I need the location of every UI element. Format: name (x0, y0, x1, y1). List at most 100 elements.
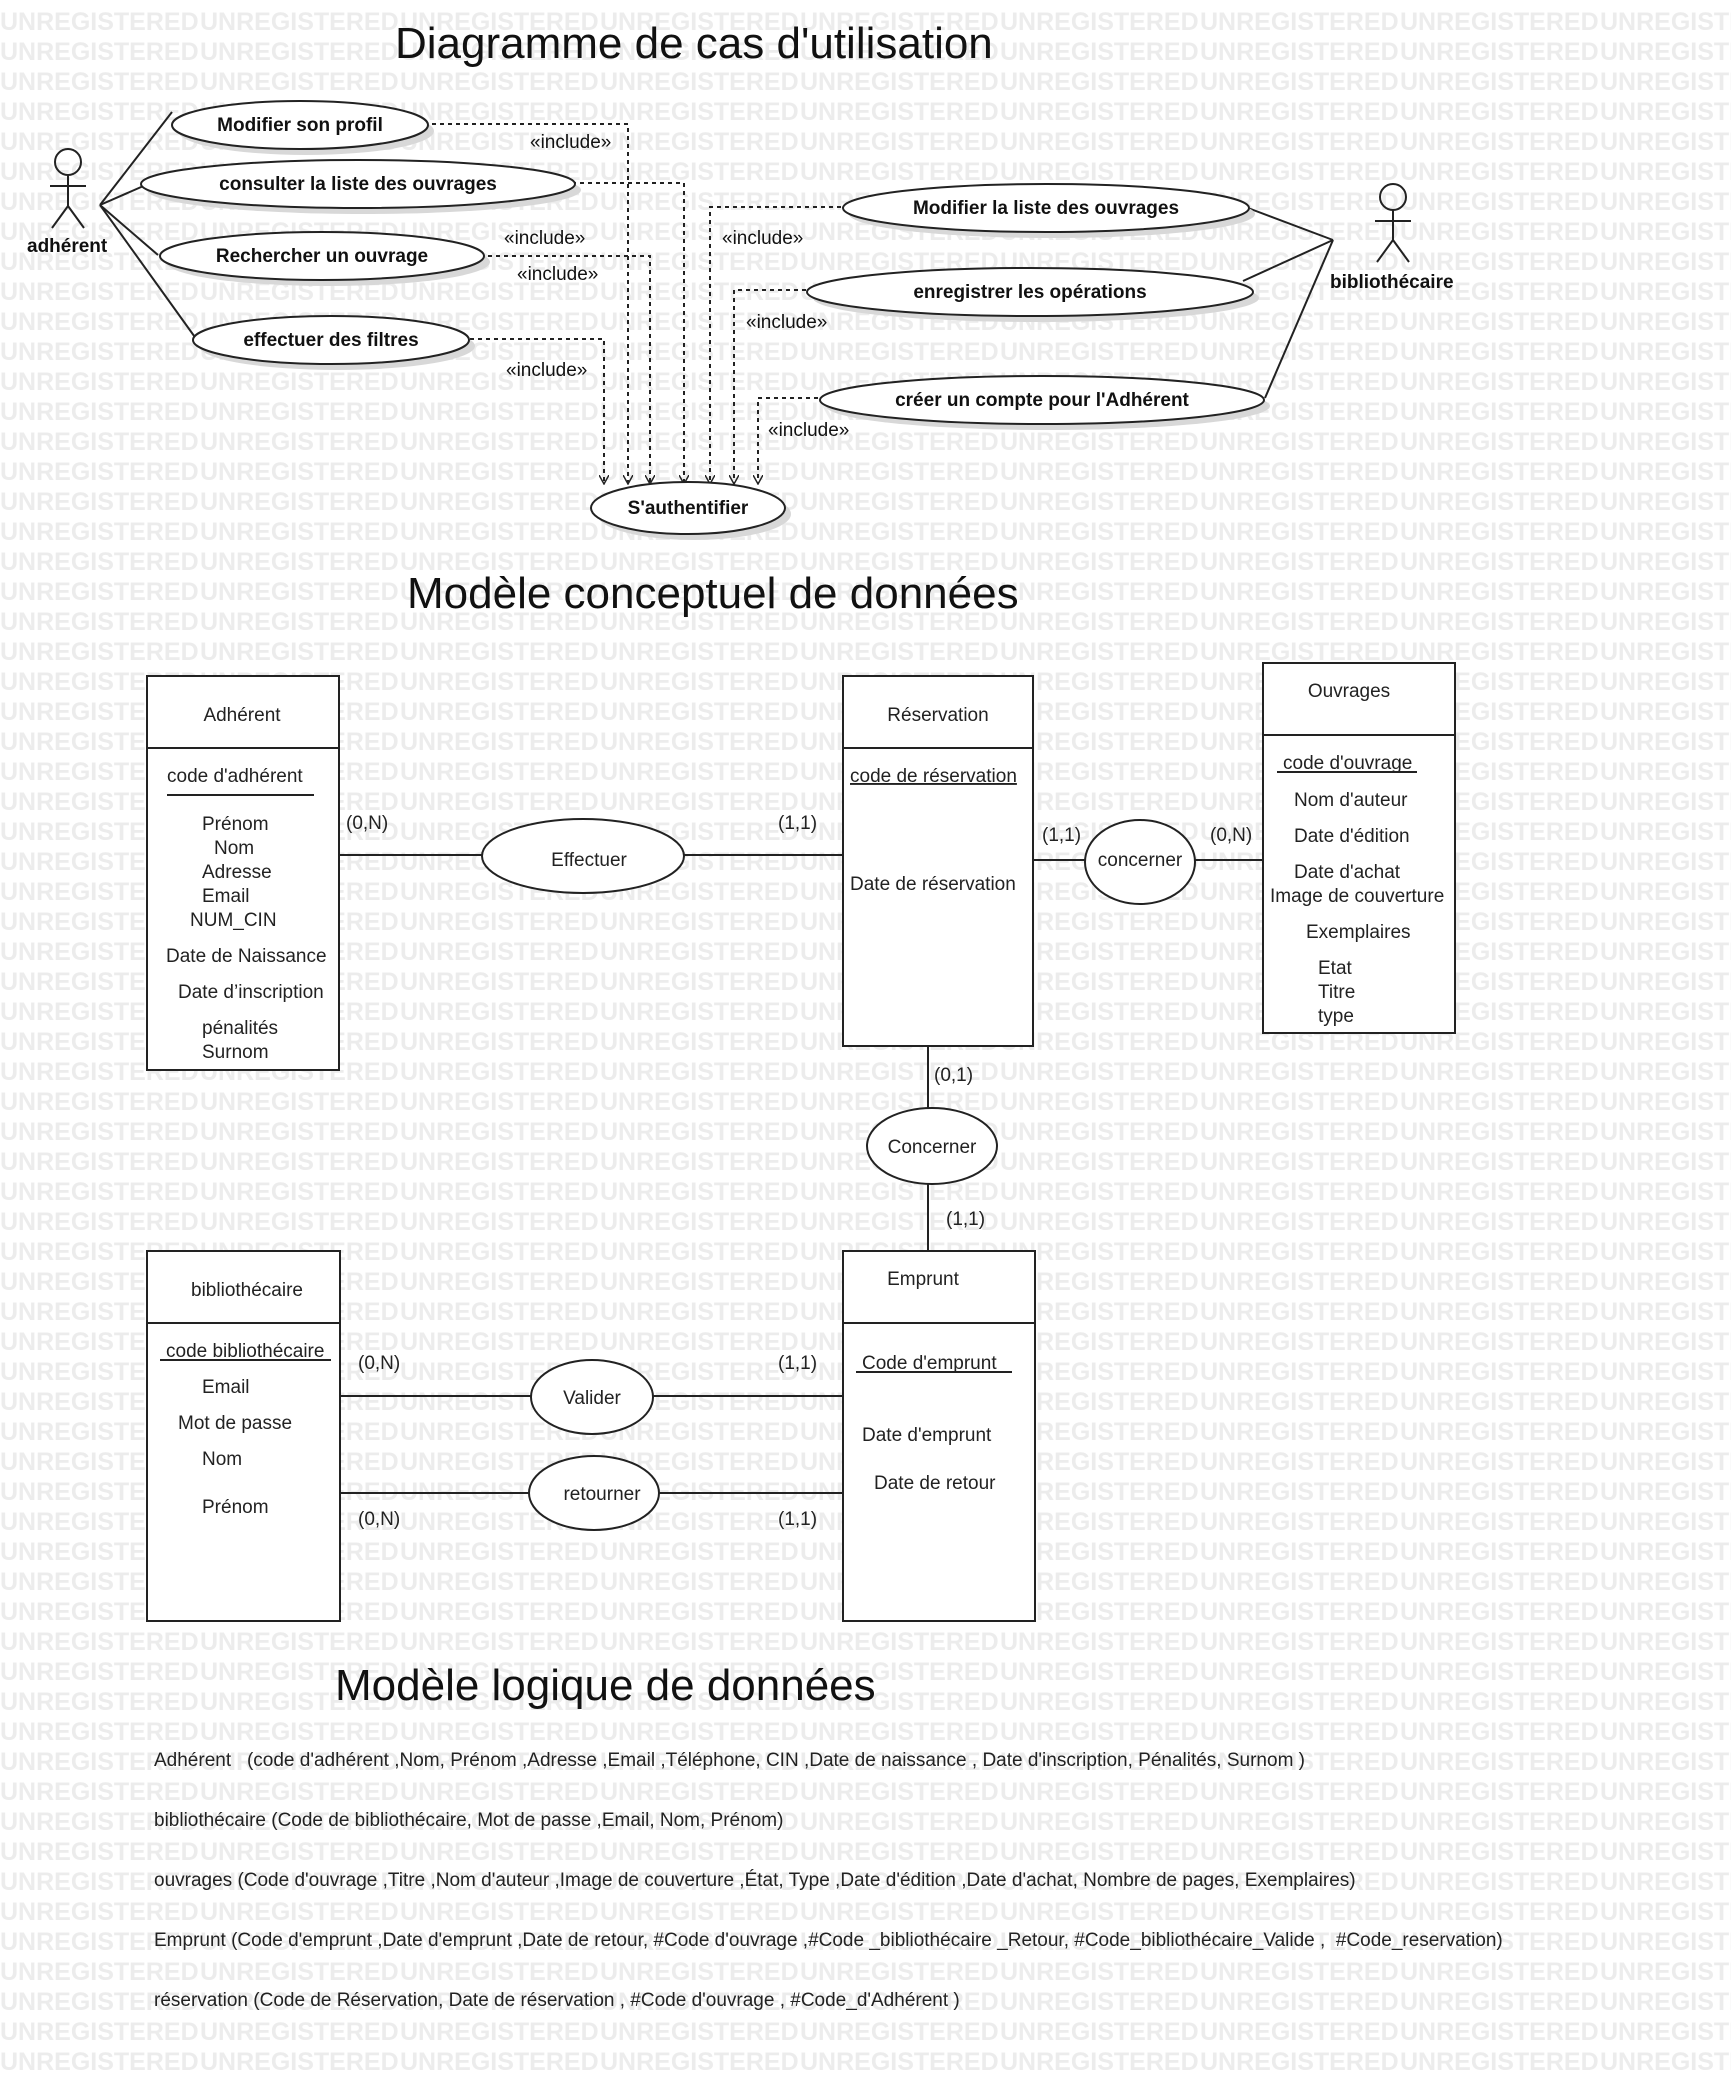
watermark-text: UNREGISTERED (600, 1748, 799, 1776)
relation-concerner[interactable]: concerner (1084, 819, 1196, 905)
watermark-text: UNREGISTERED (1600, 1448, 1731, 1476)
watermark-text: UNREGISTERED (1200, 1088, 1399, 1116)
watermark-text: UNREGISTERED (800, 1778, 999, 1806)
watermark-text: UNREGISTERED (200, 1658, 399, 1686)
use-case-rechercher[interactable]: Rechercher un ouvrage (159, 231, 490, 286)
watermark-text: UNREGISTERED (1600, 398, 1731, 426)
watermark-text: UNREGISTERED (600, 68, 799, 96)
watermark-text: UNREGISTERED (400, 1328, 599, 1356)
mld-line-ouvrages: ouvrages (Code d'ouvrage ,Titre ,Nom d'a… (154, 1870, 1356, 1891)
watermark-text: UNREGISTERED (1600, 458, 1731, 486)
mld-line-bibliothecaire: bibliothécaire (Code de bibliothécaire, … (154, 1810, 783, 1831)
entity-emprunt[interactable]: Emprunt Code d'emprunt Date d'emprunt Da… (842, 1250, 1036, 1622)
watermark-text: UNREGISTERED (200, 608, 399, 636)
attribute: Date de retour (874, 1473, 996, 1494)
watermark-text: UNREGISTERED (1000, 8, 1199, 36)
watermark-text: UNREGISTERED (1200, 1628, 1399, 1656)
watermark-text: UNREGISTERED (1600, 1778, 1731, 1806)
watermark-text: UNREGISTERED (0, 1748, 199, 1776)
entity-ouvrages[interactable]: Ouvrages code d'ouvrage Nom d'auteur Dat… (1262, 662, 1456, 1034)
watermark-text: UNREGISTERED (400, 1778, 599, 1806)
use-case-filtres[interactable]: effectuer des filtres (192, 315, 475, 370)
watermark-text: UNREGISTERED (600, 608, 799, 636)
relation-effectuer[interactable]: Effectuer (481, 818, 685, 894)
watermark-text: UNREGISTERED (800, 1988, 999, 2016)
watermark-text: UNREGISTERED (1200, 308, 1399, 336)
watermark-text: UNREGISTERED (200, 1898, 399, 1926)
relation-label: Valider (563, 1388, 621, 1409)
watermark-text: UNREGISTERED (1200, 1448, 1399, 1476)
watermark-text: UNREGISTERED (1600, 278, 1731, 306)
watermark-text: UNREGISTERED (1400, 1958, 1599, 1986)
watermark-text: UNREGISTERED (1600, 1418, 1731, 1446)
watermark-text: UNREGISTERED (800, 1088, 999, 1116)
watermark-text: UNREGISTERED (600, 1778, 799, 1806)
use-case-label: Modifier son profil (217, 115, 383, 136)
watermark-text: UNREGISTERED (400, 548, 599, 576)
watermark-text: UNREGISTERED (0, 218, 199, 246)
use-case-label: Rechercher un ouvrage (216, 246, 428, 267)
watermark-text: UNREGISTERED (800, 338, 999, 366)
watermark-text: UNREGISTERED (400, 1568, 599, 1596)
watermark-text: UNREGISTERED (1400, 278, 1599, 306)
watermark-text: UNREGISTERED (200, 1118, 399, 1146)
use-case-creer-compte[interactable]: créer un compte pour l'Adhérent (819, 375, 1270, 430)
entity-adherent[interactable]: Adhérent code d'adhérent Prénom Nom Adre… (146, 675, 340, 1071)
watermark-text: UNREGISTERED (1400, 158, 1599, 186)
watermark-text: UNREGISTERED (0, 458, 199, 486)
watermark-text: UNREGISTERED (1400, 1928, 1599, 1956)
watermark-text: UNREGISTERED (1600, 1958, 1731, 1986)
watermark-text: UNREGISTERED (1400, 1508, 1599, 1536)
watermark-text: UNREGISTERED (400, 1298, 599, 1326)
watermark-text: UNREGISTERED (400, 1898, 599, 1926)
watermark-text: UNREGISTERED (1600, 1988, 1731, 2016)
use-case-enregistrer[interactable]: enregistrer les opérations (806, 267, 1259, 322)
watermark-text: UNREGISTERED (1600, 608, 1731, 636)
watermark-text: UNREGISTERED (1600, 908, 1731, 936)
watermark-text: UNREGISTERED (200, 38, 399, 66)
watermark-text: UNREGISTERED (1400, 1418, 1599, 1446)
watermark-text: UNREGISTERED (600, 128, 799, 156)
watermark-text: UNREGISTERED (1200, 1778, 1399, 1806)
watermark-text: UNREGISTERED (400, 1688, 599, 1716)
watermark-text: UNREGISTERED (800, 1928, 999, 1956)
watermark-text: UNREGISTERED (1000, 1688, 1199, 1716)
attribute: Prénom (202, 1497, 269, 1518)
relation-retourner[interactable]: retourner (528, 1455, 660, 1531)
watermark-text: UNREGISTERED (1200, 1598, 1399, 1626)
use-case-authentifier[interactable]: S'authentifier (590, 481, 791, 540)
entity-bibliothecaire[interactable]: bibliothécaire code bibliothécaire Email… (146, 1250, 341, 1622)
watermark-text: UNREGISTERED (400, 1058, 599, 1086)
use-case-consulter-liste[interactable]: consulter la liste des ouvrages (140, 159, 581, 214)
actor-adherent-label: adhérent (27, 236, 108, 257)
watermark-text: UNREGISTERED (1400, 398, 1599, 426)
entity-reservation[interactable]: Réservation code de réservation Date de … (842, 675, 1034, 1047)
watermark-text: UNREGISTERED (1400, 1118, 1599, 1146)
watermark-text: UNREGISTERED (1000, 578, 1199, 606)
watermark-text: UNREGISTERED (800, 1748, 999, 1776)
watermark-text: UNREGISTERED (200, 368, 399, 396)
attribute: Date de Naissance (166, 946, 327, 967)
watermark-text: UNREGISTERED (1400, 1178, 1599, 1206)
watermark-text: UNREGISTERED (200, 428, 399, 456)
watermark-text: UNREGISTERED (0, 1658, 199, 1686)
watermark-text: UNREGISTERED (1200, 638, 1399, 666)
watermark-text: UNREGISTERED (400, 368, 599, 396)
relation-valider[interactable]: Valider (530, 1359, 654, 1435)
watermark-text: UNREGISTERED (0, 68, 199, 96)
watermark-text: UNREGISTERED (400, 458, 599, 486)
watermark-text: UNREGISTERED (1600, 1688, 1731, 1716)
watermark-text: UNREGISTERED (1400, 608, 1599, 636)
watermark-text: UNREGISTERED (1000, 1628, 1199, 1656)
watermark-text: UNREGISTERED (800, 488, 999, 516)
watermark-text: UNREGISTERED (600, 1058, 799, 1086)
use-case-modifier-profil[interactable]: Modifier son profil (171, 100, 434, 155)
watermark-text: UNREGISTERED (1000, 518, 1199, 546)
use-case-modifier-liste[interactable]: Modifier la liste des ouvrages (842, 183, 1255, 238)
relation-concerner-emprunt[interactable]: Concerner (866, 1107, 998, 1185)
watermark-text: UNREGISTERED (400, 1808, 599, 1836)
watermark-text: UNREGISTERED (600, 1928, 799, 1956)
watermark-text: UNREGISTERED (1400, 1898, 1599, 1926)
watermark-text: UNREGISTERED (1400, 1718, 1599, 1746)
watermark-text: UNREGISTERED (1200, 1838, 1399, 1866)
